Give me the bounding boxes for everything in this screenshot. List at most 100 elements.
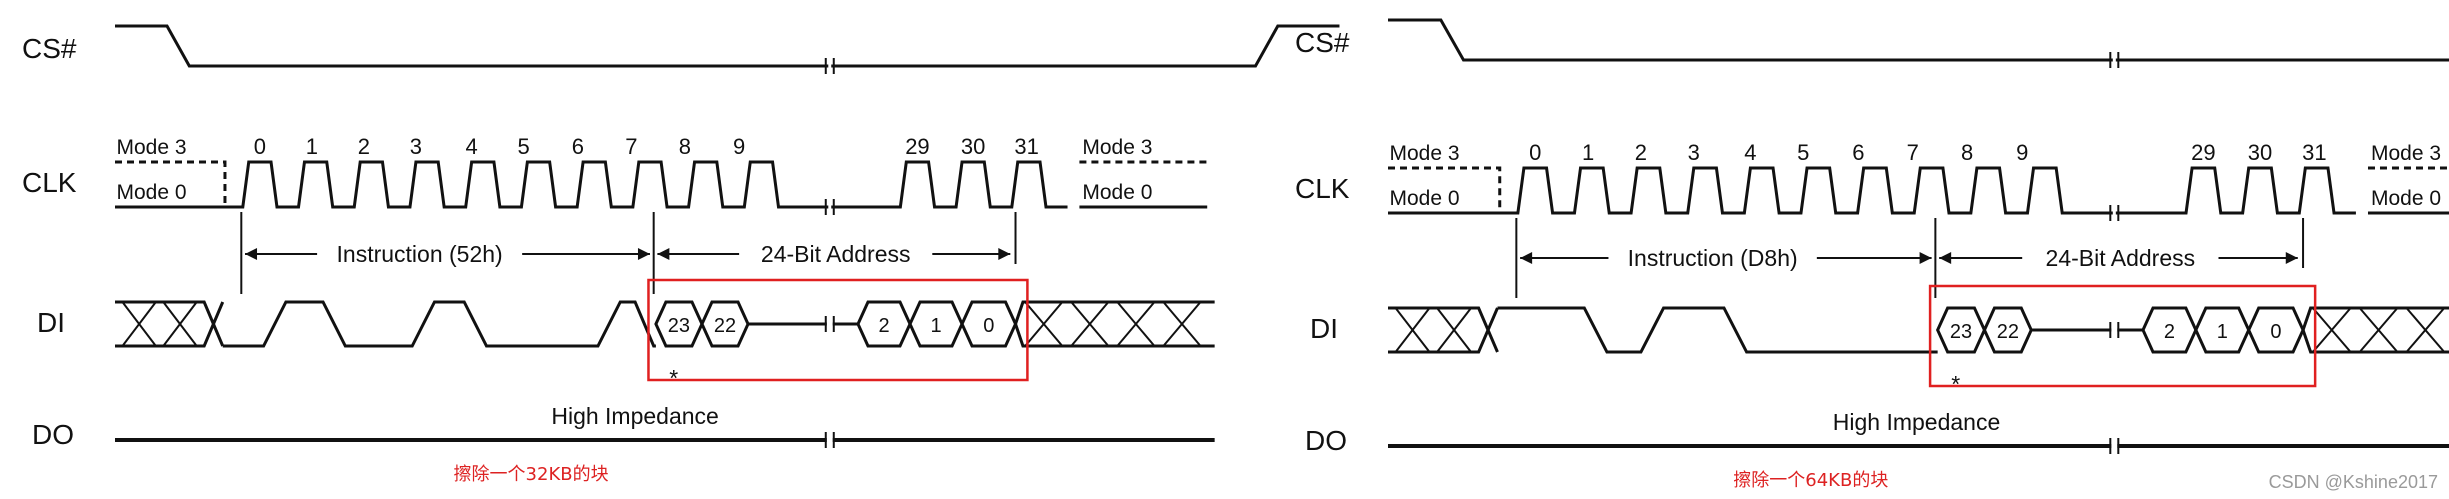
mode0-label: Mode 0 [116,181,186,204]
clock-number: 30 [961,134,985,159]
di-dont-care [1436,307,1472,353]
arrow-head [637,248,650,260]
cs-signal-label: CS# [1295,27,1350,58]
clock-number: 5 [1797,140,1809,165]
address-highlight-box [647,278,1029,382]
clk-waveform [115,160,829,209]
arrow-head [1520,252,1533,264]
di-tail-top [2301,306,2449,331]
clk-signal-label: CLK [22,167,77,198]
clk-waveform [1388,166,2113,215]
di-instruction-waveform [222,300,656,348]
mode3-label: Mode 3 [1390,142,1460,165]
di-dont-care [2312,307,2352,353]
clock-number: 4 [466,134,478,159]
di-signal-label: DI [37,307,65,338]
clock-number: 2 [1635,140,1647,165]
di-dont-care [1116,301,1156,347]
clock-number: 8 [679,134,691,159]
address-bit-1-label: 1 [930,315,941,337]
cs-waveform-end [831,24,1340,68]
arrow-head [657,248,670,260]
high-impedance-label: High Impedance [551,403,719,429]
di-xx-bottom [115,301,225,348]
clk-mode3-idle [115,160,227,207]
clock-number: 6 [1852,140,1864,165]
arrow-head [245,248,258,260]
address-bit-2-label: 2 [878,315,889,337]
clock-number: 31 [1014,134,1038,159]
mode3-end-label: Mode 3 [1082,136,1152,159]
cs-signal-label: CS# [22,33,77,64]
mode0-end-label: Mode 0 [2371,187,2441,210]
di-dont-care [1024,301,1064,347]
clock-number: 3 [410,134,422,159]
clk-waveform-tail [831,160,1068,209]
clock-number: 7 [625,134,637,159]
address-bit-1-label: 1 [2217,321,2228,343]
address-bit-23-label: 23 [1950,321,1972,343]
msb-asterisk: * [669,365,678,391]
di-xx-bottom [1388,307,1499,354]
arrow-head [1939,252,1952,264]
clock-number: 8 [1961,140,1973,165]
mode0-label: Mode 0 [1390,187,1460,210]
address-bit-22-label: 22 [714,315,736,337]
clock-number: 2 [358,134,370,159]
clock-number: 0 [1529,140,1541,165]
arrow-head [998,248,1011,260]
di-dont-care [162,301,198,347]
clk-mode3-idle [1388,166,1502,213]
clock-number: 4 [1744,140,1756,165]
clock-number: 1 [1582,140,1594,165]
clock-number: 7 [1907,140,1919,165]
diagram-caption: 擦除一个32KB的块 [454,464,609,485]
di-dont-care [1394,307,1431,353]
do-signal-label: DO [32,419,74,450]
cs-waveform [1388,18,2113,62]
address-bit-0-label: 0 [983,315,994,337]
mode0-end-label: Mode 0 [1082,181,1152,204]
instruction-label: Instruction (D8h) [1628,245,1798,271]
do-signal-label: DO [1305,425,1347,456]
clock-number: 6 [572,134,584,159]
di-instruction-waveform [1497,306,1938,354]
di-tail-bottom [2301,329,2449,354]
address-bit-23-label: 23 [668,315,690,337]
instruction-label: Instruction (52h) [337,241,503,267]
clk-waveform-tail [2115,166,2356,215]
address-label: 24-Bit Address [761,241,911,267]
high-impedance-label: High Impedance [1833,409,2001,435]
diagram-caption: 擦除一个64KB的块 [1733,470,1888,491]
cs-waveform [115,24,829,68]
clock-number: 3 [1688,140,1700,165]
di-tail-bottom [1014,323,1215,348]
di-signal-label: DI [1310,313,1338,344]
di-dont-care [121,301,157,347]
clock-number: 29 [905,134,929,159]
clock-number: 5 [518,134,530,159]
address-label: 24-Bit Address [2046,245,2196,271]
clock-number: 29 [2191,140,2215,165]
address-highlight-box [1928,284,2317,388]
di-dont-care [2358,307,2399,353]
msb-asterisk: * [1951,371,1960,397]
cs-waveform-end [2115,58,2449,62]
address-bit-0-label: 0 [2270,321,2281,343]
di-dont-care [1070,301,1110,347]
mode3-end-label: Mode 3 [2371,142,2441,165]
clk-signal-label: CLK [1295,173,1350,204]
clock-number: 1 [306,134,318,159]
di-dont-care [2405,307,2446,353]
address-bit-2-label: 2 [2164,321,2175,343]
clock-number: 0 [254,134,266,159]
address-bit-22-label: 22 [1997,321,2019,343]
di-dont-care [1162,301,1202,347]
watermark: CSDN @Kshine2017 [2269,472,2438,492]
clock-number: 30 [2248,140,2272,165]
arrow-head [2285,252,2298,264]
clock-number: 9 [733,134,745,159]
